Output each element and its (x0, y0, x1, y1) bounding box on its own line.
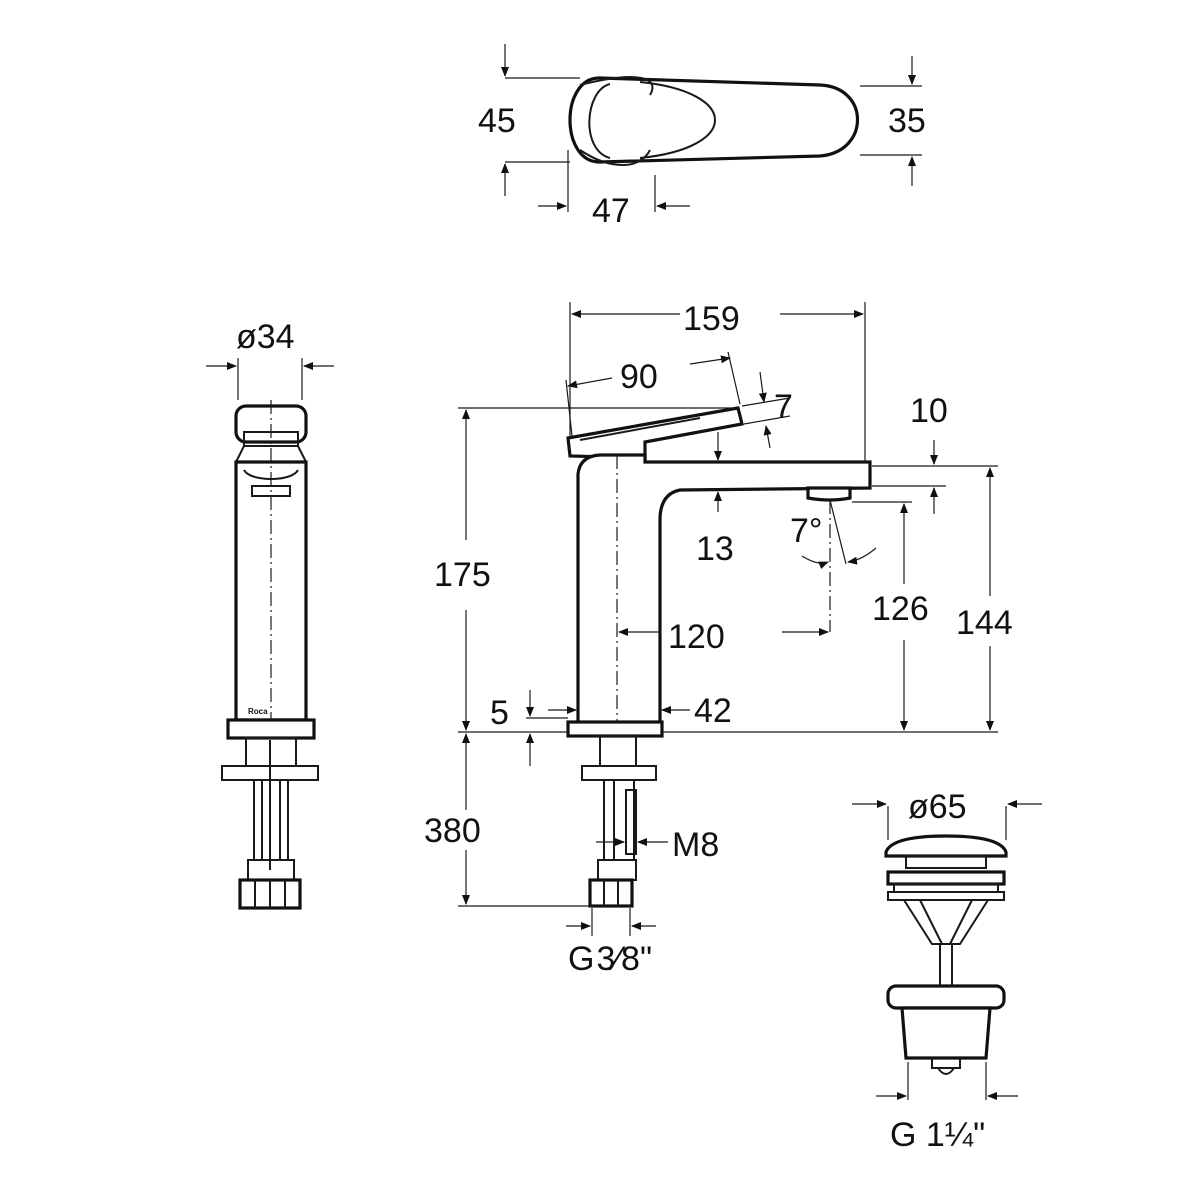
dim-hose-connection (566, 908, 656, 936)
dim-label-m8: M8 (672, 826, 719, 864)
faucet-outline (566, 406, 872, 908)
dim-label-7-degrees: 7° (790, 512, 823, 550)
dim-label-120: 120 (668, 618, 725, 656)
top-view: 45 35 47 (478, 44, 926, 230)
handle-plan-outline (568, 76, 859, 166)
dim-outlet-height (662, 501, 998, 733)
front-view: 159 90 7 10 13 (424, 300, 1013, 978)
dim-label-g38: G3⁄8" (568, 940, 652, 978)
dim-label-35: 35 (888, 102, 926, 140)
dim-label-13: 13 (696, 530, 734, 568)
drain-valve-outline (884, 834, 1008, 1075)
dim-label-7: 7 (774, 388, 793, 426)
dim-drain-thread (876, 1062, 1018, 1100)
dim-label-diameter-34: ø34 (236, 318, 295, 356)
dim-label-45: 45 (478, 102, 516, 140)
dim-lever-thickness (741, 371, 791, 449)
dim-label-175: 175 (434, 556, 491, 594)
side-view: ø34 (206, 318, 334, 910)
dim-top-height-left (501, 44, 580, 196)
dim-label-10: 10 (910, 392, 948, 430)
dim-label-126: 126 (872, 590, 929, 628)
dim-label-144: 144 (956, 604, 1013, 642)
drain-valve: ø65 (852, 788, 1042, 1154)
dim-top-height-right (860, 56, 922, 186)
dim-top-width (538, 150, 690, 212)
side-view-outline (221, 404, 319, 910)
dim-hose-length (458, 733, 592, 907)
dim-base-height (526, 690, 568, 766)
brand-mark: Roca (248, 707, 268, 716)
dim-label-90: 90 (620, 358, 658, 396)
dim-label-5: 5 (490, 694, 509, 732)
dim-label-380: 380 (424, 812, 481, 850)
dim-label-g38-letter: G (568, 940, 594, 978)
dim-spout-thickness (872, 440, 998, 514)
dim-label-47: 47 (592, 192, 630, 230)
dim-label-42: 42 (694, 692, 732, 730)
dim-drain-diameter (852, 800, 1042, 840)
dim-label-g38-fraction: 3⁄8" (596, 940, 652, 978)
dim-label-diameter-65: ø65 (908, 788, 967, 826)
dim-label-g114: G 1¼" (890, 1116, 985, 1154)
dim-aerator-angle (801, 499, 877, 570)
dim-side-diameter (206, 358, 334, 400)
dim-label-159: 159 (683, 300, 740, 338)
dim-total-height (458, 407, 735, 733)
